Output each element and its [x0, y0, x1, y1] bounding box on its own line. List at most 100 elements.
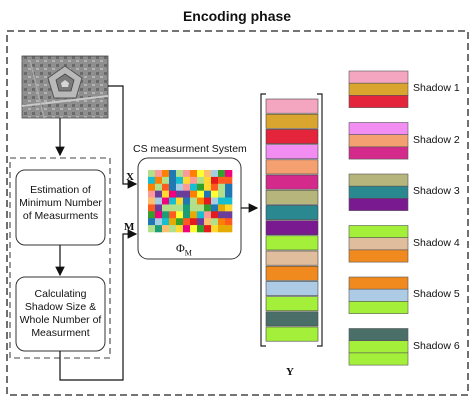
phi-cell	[162, 211, 170, 219]
signal-x-label: X	[126, 171, 134, 183]
phi-cell	[148, 176, 156, 185]
phi-cell	[204, 204, 212, 212]
phi-cell	[155, 183, 163, 191]
shadow-cell	[348, 328, 409, 341]
phi-cell	[148, 190, 156, 198]
phi-cell	[190, 170, 198, 178]
shadow-4-label: Shadow 4	[413, 236, 460, 249]
phi-cell	[211, 218, 219, 226]
measurement-cell	[265, 311, 319, 327]
shadow-cell	[348, 352, 409, 366]
image-to-x-line	[108, 85, 138, 189]
shadow-cell	[348, 173, 409, 187]
shadow-cell	[348, 301, 409, 314]
shadow-cell	[348, 198, 409, 211]
phi-cell	[218, 204, 226, 212]
phi-cell	[183, 183, 191, 191]
measurement-cell	[265, 144, 319, 160]
phi-cell	[183, 218, 191, 226]
phi-cell	[218, 218, 226, 226]
calculating-text: Calculating Shadow Size & Whole Number o…	[19, 288, 102, 339]
encoding-frame	[6, 30, 469, 396]
phi-cell	[169, 176, 177, 185]
phi-cell	[155, 190, 163, 198]
phi-cell	[169, 225, 177, 233]
measurement-cell	[265, 220, 319, 236]
phi-cell	[204, 170, 212, 178]
phi-cell	[204, 218, 212, 226]
y-left-bracket	[260, 93, 266, 347]
phi-cell	[218, 211, 226, 219]
phi-cell	[218, 183, 226, 191]
signal-y-label: Y	[286, 366, 294, 378]
phi-cell	[204, 176, 212, 185]
phi-matrix	[148, 170, 233, 233]
phi-cell	[169, 170, 177, 178]
phi-cell	[204, 225, 212, 233]
phi-cell	[225, 170, 233, 178]
measurement-cell	[265, 98, 319, 114]
phi-cell	[148, 170, 156, 178]
phi-cell	[204, 197, 212, 205]
phi-cell	[197, 190, 205, 198]
phi-cell	[148, 197, 156, 205]
phi-cell	[204, 190, 212, 198]
shadow-5-label: Shadow 5	[413, 288, 460, 301]
shadow-cell	[348, 237, 409, 251]
phi-cell	[176, 225, 184, 233]
shadow-cell	[348, 146, 409, 160]
shadow-1-label: Shadow 1	[413, 82, 460, 95]
phi-cell	[225, 204, 233, 212]
input-image	[21, 55, 109, 119]
phi-cell	[211, 183, 219, 191]
phi-cell	[176, 197, 184, 205]
shadow-cell	[348, 134, 409, 148]
measurement-cell	[265, 205, 319, 220]
phi-cell	[225, 225, 233, 233]
phi-cell	[197, 183, 205, 191]
phi-cell	[176, 183, 184, 191]
phi-cell	[183, 176, 191, 185]
estimation-text: Estimation of Minimum Number of Measurme…	[19, 184, 102, 222]
phi-cell	[155, 204, 163, 212]
phi-cell	[176, 204, 184, 212]
signal-m-label: M	[124, 221, 135, 233]
shadow-cell	[348, 122, 409, 135]
phi-cell	[197, 170, 205, 178]
phi-cell	[148, 183, 156, 191]
phi-cell	[211, 176, 219, 185]
phi-symbol: Φ	[176, 241, 185, 255]
shadow-cell	[348, 288, 409, 302]
phi-cell	[162, 218, 170, 226]
phi-cell	[211, 190, 219, 198]
phi-cell	[211, 225, 219, 233]
phi-cell	[211, 211, 219, 219]
phi-cell	[225, 190, 233, 198]
phi-subscript: M	[184, 248, 192, 258]
phi-cell	[162, 176, 170, 185]
phi-cell	[225, 176, 233, 185]
phi-cell	[183, 211, 191, 219]
phi-cell	[169, 204, 177, 212]
shadow-cell	[348, 249, 409, 263]
shadow-cell	[348, 340, 409, 354]
measurement-cell	[265, 129, 319, 144]
phi-cell	[169, 197, 177, 205]
phi-cell	[162, 190, 170, 198]
measurement-cell	[265, 296, 319, 312]
measurement-cell	[265, 189, 319, 205]
shadow-6-label: Shadow 6	[413, 339, 460, 352]
cs-system-label: CS measurment System	[133, 143, 247, 155]
phi-cell	[211, 204, 219, 212]
phi-cell	[162, 197, 170, 205]
measurement-cell	[265, 113, 319, 129]
measurement-cell	[265, 281, 319, 296]
phi-cell	[218, 225, 226, 233]
phi-cell	[183, 204, 191, 212]
phi-cell	[155, 170, 163, 178]
measurement-vector	[265, 98, 319, 342]
shadow-3-label: Shadow 3	[413, 185, 460, 198]
phi-cell	[169, 183, 177, 191]
phi-cell	[148, 204, 156, 212]
shadow-cell	[348, 225, 409, 238]
